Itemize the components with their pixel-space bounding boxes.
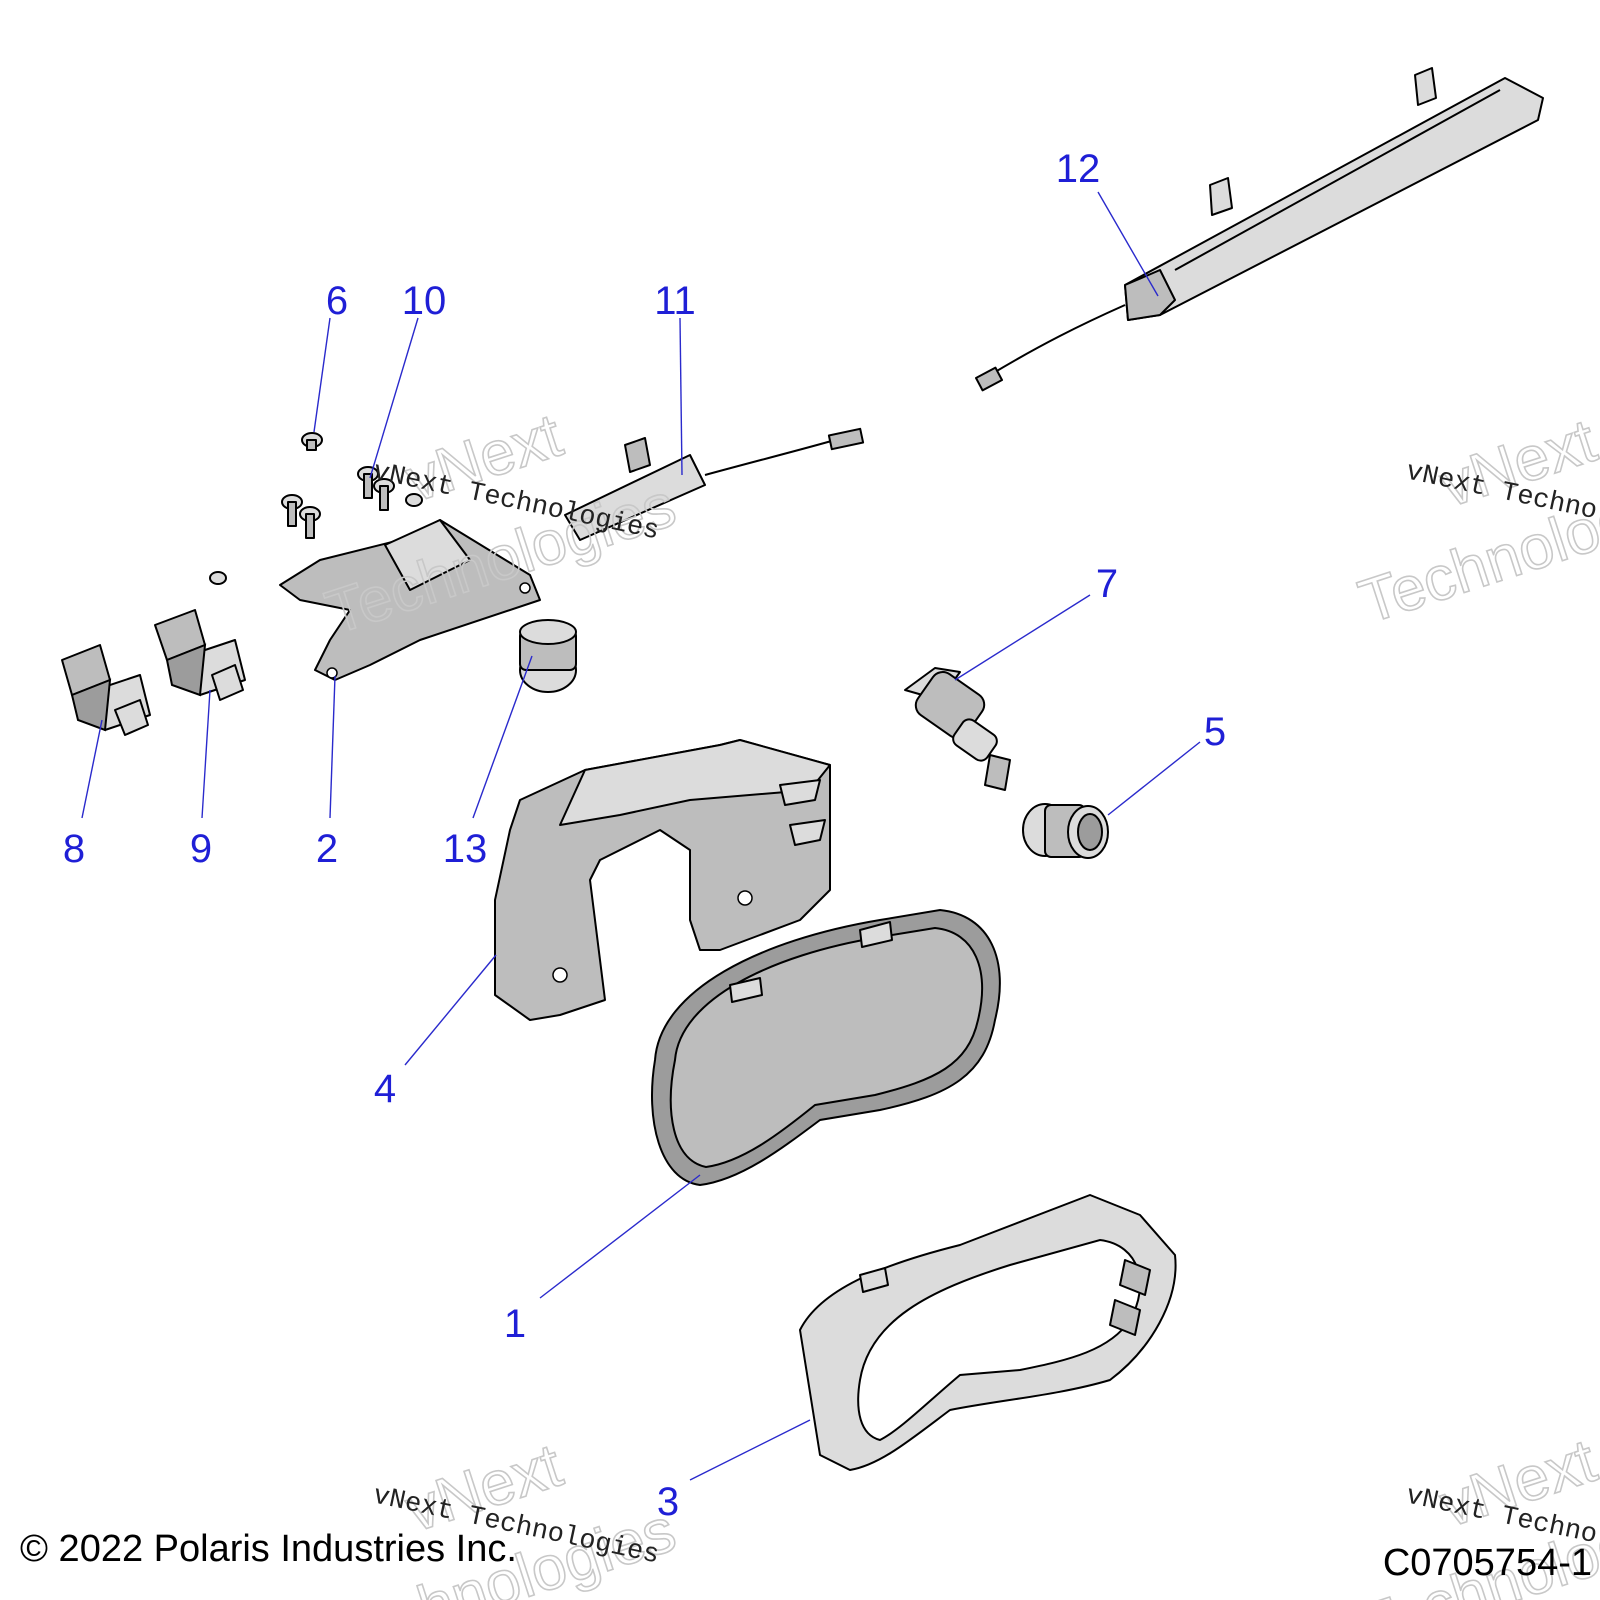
part-13-socket bbox=[519, 619, 577, 693]
leader-10 bbox=[369, 317, 419, 479]
part-6-screw bbox=[301, 432, 323, 451]
part-4-housing bbox=[494, 739, 831, 1021]
callout-11: 11 bbox=[654, 279, 696, 323]
callout-numbers: 1 2 3 4 5 6 7 8 9 10 11 12 13 bbox=[63, 147, 1226, 1524]
callout-8: 8 bbox=[63, 827, 85, 871]
part-12-light-bar bbox=[975, 67, 1544, 392]
part-5-outlet bbox=[1022, 803, 1109, 859]
drawing-number: C0705754-1 bbox=[1383, 1542, 1592, 1584]
leader-11 bbox=[679, 317, 683, 476]
leader-8 bbox=[81, 719, 103, 819]
part-10-bolts bbox=[209, 466, 423, 585]
watermark-bottom-center: vNext Technologies vNext Technologies bbox=[317, 1430, 684, 1600]
callout-12: 12 bbox=[1056, 147, 1101, 191]
leader-lines bbox=[81, 191, 1201, 1481]
leader-5 bbox=[1107, 741, 1201, 816]
callout-13: 13 bbox=[443, 827, 488, 871]
leader-3 bbox=[689, 1419, 811, 1481]
watermark-top-right: vNext Technologies vNext Technologies bbox=[1350, 405, 1600, 637]
part-11-light bbox=[564, 427, 865, 541]
part-9-switch bbox=[154, 609, 246, 701]
part-8-switch bbox=[61, 644, 151, 736]
callout-9: 9 bbox=[190, 827, 212, 871]
leader-13 bbox=[472, 655, 533, 819]
part-2-bracket bbox=[279, 519, 541, 681]
callout-1: 1 bbox=[504, 1302, 526, 1346]
part-1-instrument-cluster bbox=[651, 908, 1001, 1187]
leader-12 bbox=[1097, 191, 1159, 297]
copyright-notice: © 2022 Polaris Industries Inc. bbox=[20, 1528, 517, 1570]
callout-10: 10 bbox=[402, 279, 447, 323]
callout-3: 3 bbox=[657, 1480, 679, 1524]
leader-9 bbox=[201, 689, 211, 819]
leader-7 bbox=[954, 594, 1091, 681]
part-7-ignition bbox=[904, 667, 1011, 791]
callout-5: 5 bbox=[1204, 710, 1226, 754]
leader-4 bbox=[404, 954, 497, 1066]
part-3-trim-bezel bbox=[799, 1194, 1177, 1471]
callout-7: 7 bbox=[1096, 562, 1118, 606]
callout-2: 2 bbox=[316, 827, 338, 871]
leader-6 bbox=[313, 317, 331, 433]
callout-6: 6 bbox=[326, 279, 348, 323]
leader-2 bbox=[329, 675, 336, 819]
leader-1 bbox=[539, 1174, 701, 1299]
callout-4: 4 bbox=[374, 1067, 396, 1111]
